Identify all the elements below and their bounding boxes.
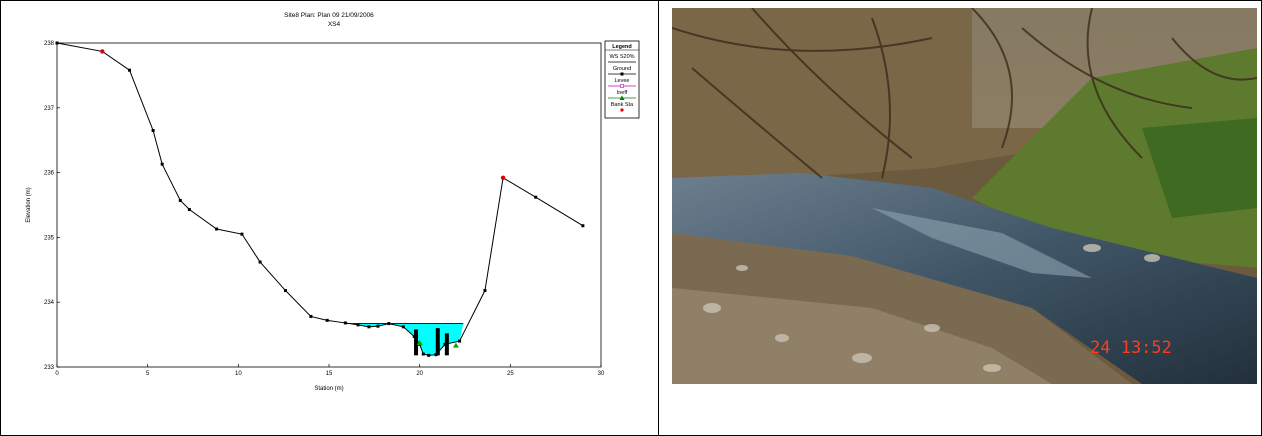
- ineff-bar: [435, 328, 440, 356]
- x-tick-label: 5: [146, 371, 150, 377]
- ground-point: [376, 324, 380, 328]
- y-tick-label: 233: [44, 365, 55, 371]
- legend-title: Legend: [612, 44, 632, 50]
- y-tick-label: 236: [44, 171, 55, 177]
- y-tick-label: 237: [44, 106, 55, 112]
- levee-point: [452, 342, 459, 348]
- ground-point: [343, 321, 347, 325]
- levee-point: [416, 340, 423, 346]
- legend-marker: [619, 95, 625, 100]
- bank-station-point: [100, 49, 105, 54]
- x-tick-label: 25: [507, 371, 514, 377]
- ineff-bar: [414, 329, 419, 356]
- ground-line: [56, 42, 584, 356]
- x-tick-label: 30: [598, 371, 605, 377]
- ground-point: [367, 325, 371, 329]
- photo-timestamp: 24 13:52: [1090, 338, 1172, 358]
- ground-point: [325, 318, 329, 322]
- ground-point: [309, 314, 313, 318]
- ground-point: [258, 260, 262, 264]
- legend-label: Bank Sta: [611, 102, 634, 108]
- legend-box: [604, 40, 640, 119]
- ground-point: [215, 227, 219, 231]
- ground-point: [434, 353, 438, 357]
- chart-title: Site8 Plan: Plan 09 21/09/2006: [284, 12, 374, 19]
- y-tick-label: 235: [44, 235, 55, 241]
- water-surface-fill: [345, 322, 464, 356]
- chart-subtitle: XS4: [328, 21, 341, 28]
- chart: 0 5 10 15 20 25 30 233 234 235 236 237 238 Site8 Pla…: [26, 12, 640, 392]
- river-photo: 24 13:52: [672, 8, 1257, 384]
- legend-label: Ground: [613, 66, 631, 72]
- ground-point: [421, 352, 425, 356]
- ground-point: [151, 128, 155, 132]
- legend-label: Levee: [615, 78, 630, 84]
- ground-point: [356, 323, 360, 327]
- ground-point: [187, 208, 191, 212]
- chart-axes: 0 5 10 15 20 25 30 233 234 235 236 237 238: [44, 41, 605, 377]
- ground-point: [128, 68, 132, 72]
- ground-point: [483, 289, 487, 293]
- bank-station-point: [500, 175, 506, 180]
- chart-marks: [55, 41, 585, 357]
- ground-point: [178, 198, 182, 202]
- legend-label: Ineff: [617, 90, 628, 96]
- x-tick-label: 15: [326, 371, 333, 377]
- legend-marker: [620, 84, 624, 88]
- x-axis-label: Station (m): [314, 386, 343, 392]
- legend-label: WS S20%: [609, 54, 634, 60]
- x-tick-label: 10: [235, 371, 242, 377]
- x-tick-label: 0: [55, 371, 59, 377]
- ground-point: [283, 289, 287, 293]
- ground-point: [401, 325, 405, 329]
- ground-point: [458, 339, 462, 343]
- ground-point: [427, 353, 431, 357]
- ground-point: [55, 41, 59, 45]
- plot-area: [56, 42, 602, 368]
- legend-marker: [620, 108, 624, 112]
- y-axis-label: Elevation (m): [26, 187, 32, 222]
- x-tick-label: 20: [416, 371, 423, 377]
- ground-point: [581, 224, 585, 228]
- ground-point: [387, 322, 391, 326]
- ground-point: [443, 342, 447, 346]
- y-tick-label: 238: [44, 41, 55, 47]
- ground-point: [160, 162, 164, 166]
- ground-point: [240, 232, 244, 236]
- ground-point: [412, 335, 416, 339]
- ground-point: [534, 195, 538, 199]
- river-photo-icon: 24 13:52: [672, 8, 1257, 384]
- legend-marker: [620, 72, 624, 76]
- y-tick-label: 234: [44, 300, 55, 306]
